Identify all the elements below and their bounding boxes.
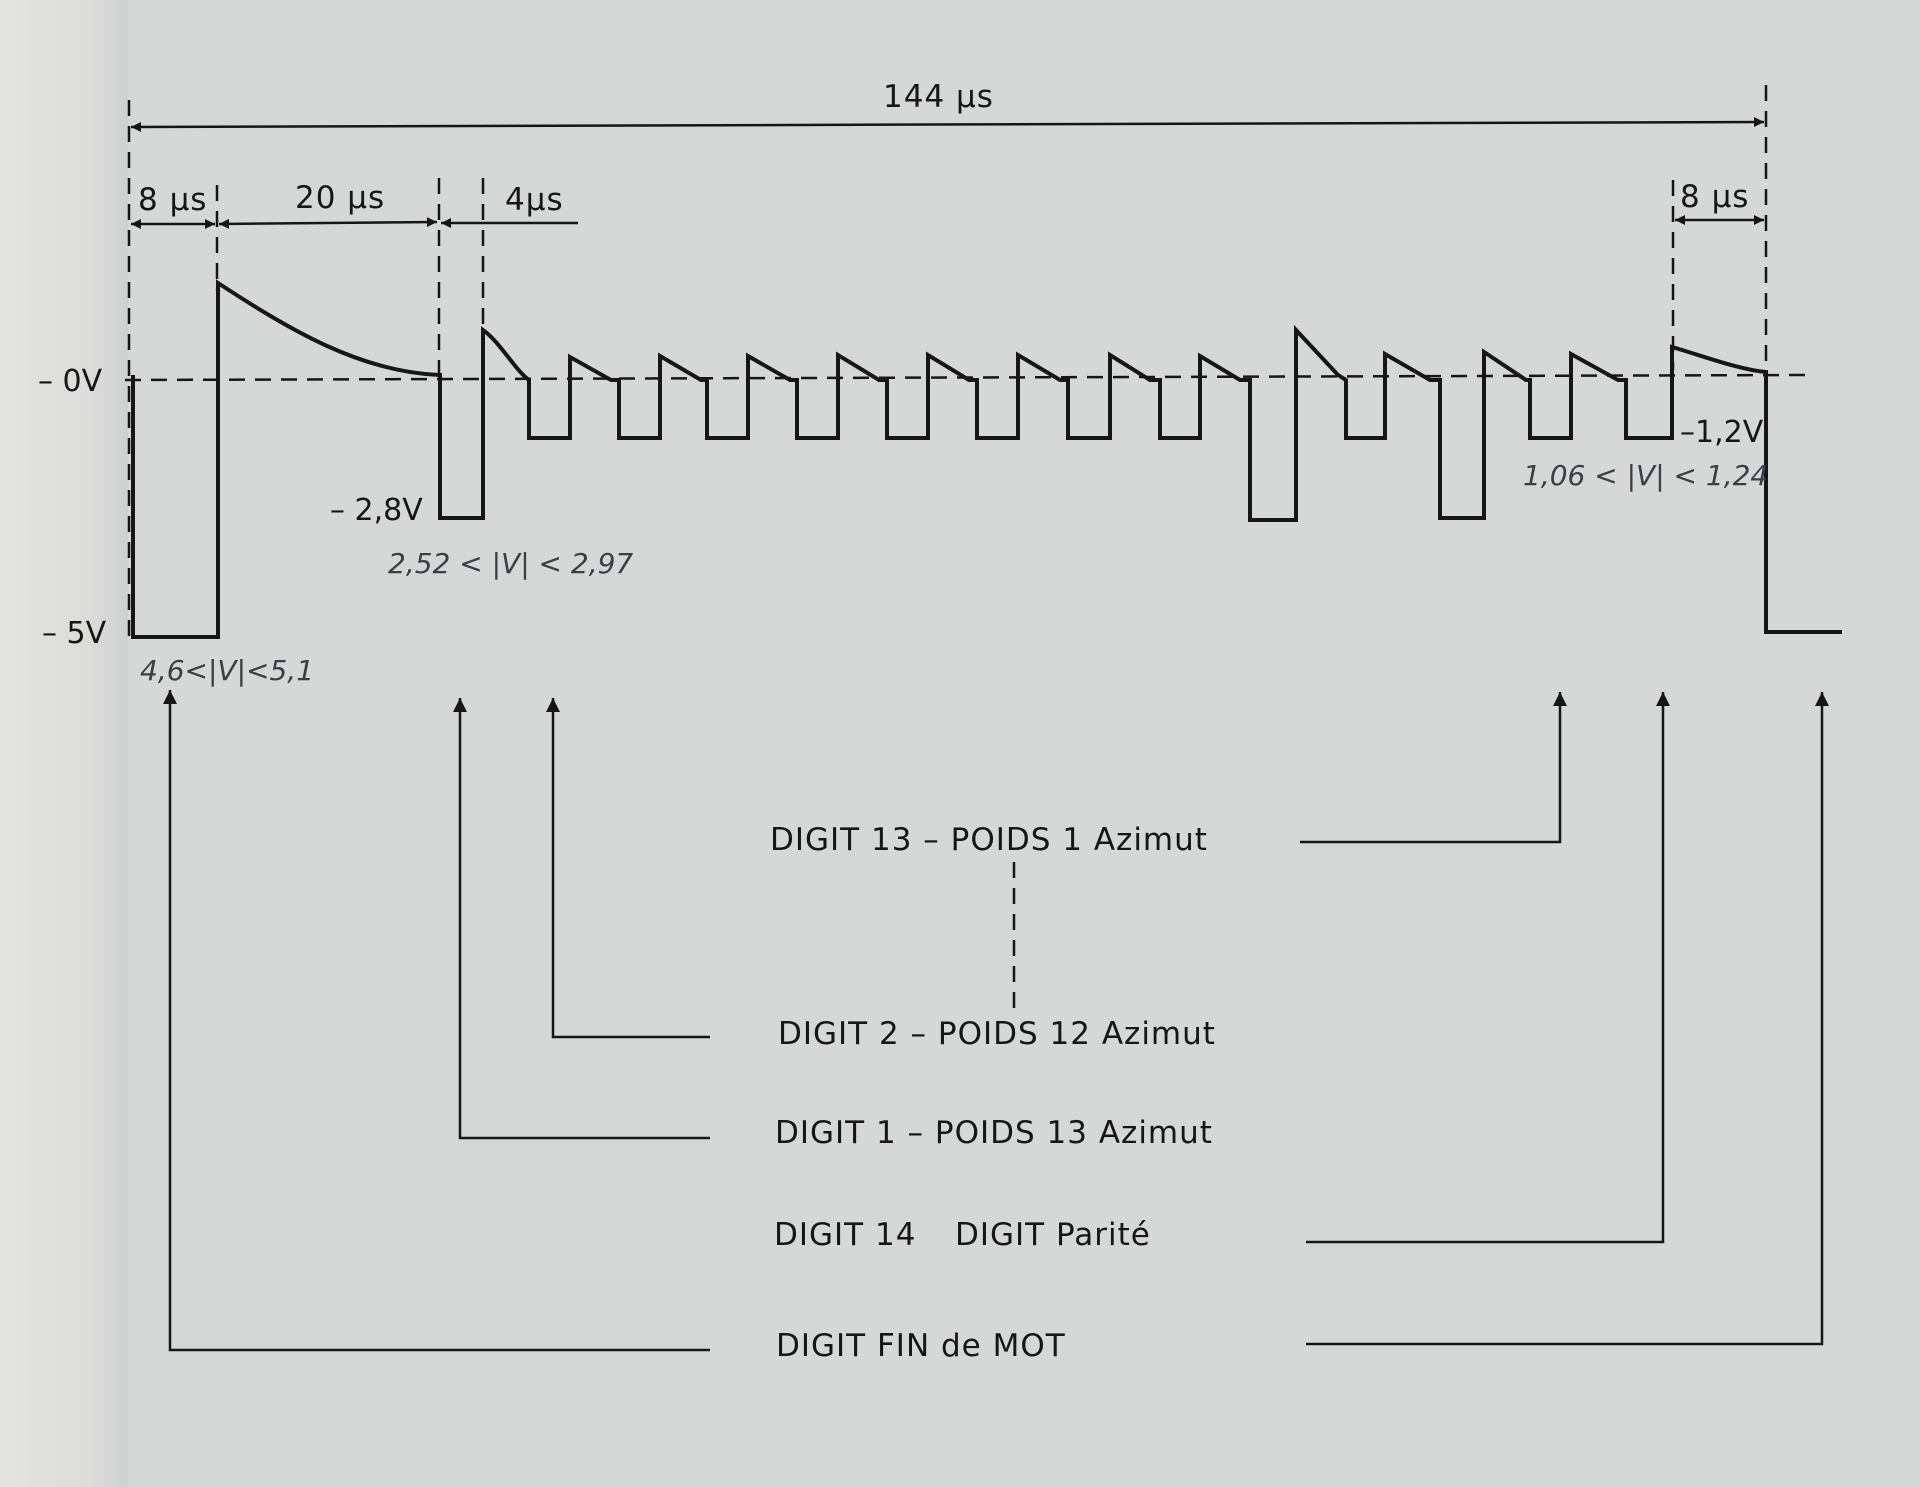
label-20us: 20 µs (295, 180, 385, 216)
label-minus-1-2v: –1,2V (1680, 415, 1764, 450)
legend-digit1: DIGIT 1 – POIDS 13 Azimut (775, 1115, 1213, 1151)
timing-labels: 144 µs 8 µs 20 µs 4µs 8 µs (138, 79, 1749, 218)
leader-lines (163, 690, 1829, 1352)
dimension-arrows (130, 117, 1765, 229)
note-minus-5v-tolerance: 4,6<|V|<5,1 (140, 654, 314, 687)
leader-parity (1306, 692, 1670, 1244)
leader-digit13 (1300, 692, 1567, 844)
guide-lines (124, 85, 1811, 1012)
note-minus-2-8v-tolerance: 2,52 < |V| < 2,97 (388, 547, 633, 580)
legend: DIGIT 13 – POIDS 1 Azimut DIGIT 2 – POID… (770, 822, 1216, 1364)
legend-digit14: DIGIT 14 (774, 1217, 916, 1253)
paper-edge (0, 0, 128, 1487)
label-zero-volt: – 0V (38, 364, 103, 399)
legend-digit2: DIGIT 2 – POIDS 12 Azimut (778, 1016, 1216, 1052)
legend-parity: DIGIT Parité (955, 1217, 1151, 1253)
leader-digit1 (453, 698, 710, 1140)
legend-end-of-word: DIGIT FIN de MOT (776, 1328, 1066, 1364)
dim-144us (130, 117, 1765, 132)
note-minus-1-2v-tolerance: 1,06 < |V| < 1,24 (1523, 459, 1768, 492)
pulse-waveform (131, 279, 1842, 639)
label-minus-2-8v: – 2,8V (330, 493, 423, 528)
dim-20us (218, 217, 438, 229)
legend-digit13: DIGIT 13 – POIDS 1 Azimut (770, 822, 1208, 858)
handwritten-notes: 4,6<|V|<5,1 2,52 < |V| < 2,97 1,06 < |V|… (140, 459, 1768, 687)
label-8us-end: 8 µs (1680, 179, 1749, 215)
leader-end-of-word-left (163, 690, 710, 1352)
label-total: 144 µs (883, 79, 994, 115)
label-4us: 4µs (505, 182, 564, 218)
leader-end-of-word-right (1306, 692, 1829, 1346)
leader-digit2 (546, 698, 710, 1039)
label-8us-start: 8 µs (138, 182, 207, 218)
voltage-labels: – 0V – 5V – 2,8V –1,2V (38, 364, 1764, 651)
label-minus-5v: – 5V (42, 616, 107, 651)
